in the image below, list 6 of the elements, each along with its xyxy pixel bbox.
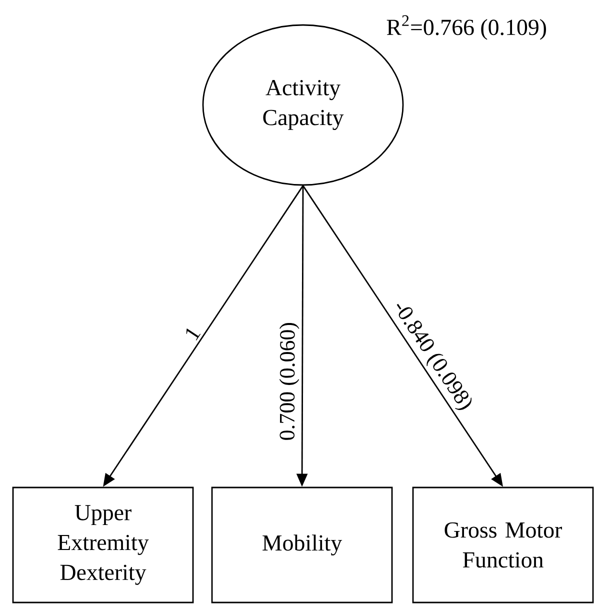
observed-variable-box: Upper Extremity Dexterity	[12, 486, 194, 604]
edge-label: 1	[186, 328, 201, 340]
observed-variable-box: Gross Motor Function	[412, 486, 594, 604]
edge-label: 0.700 (0.060)	[279, 322, 300, 440]
observed-variable-box: Mobility	[211, 486, 393, 604]
r-squared-label: R$^{2}$=0.766 (0.109)	[386, 15, 546, 40]
